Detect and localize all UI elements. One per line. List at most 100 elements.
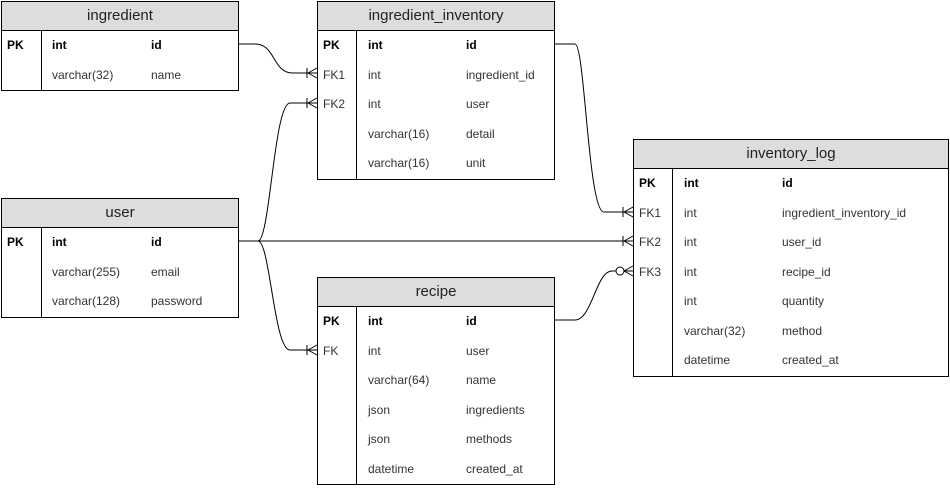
field-type: int [368,97,381,111]
field-type: varchar(16) [368,126,430,141]
field-type: int [684,264,697,279]
field-row[interactable]: int quantity [634,287,948,317]
field-type: int [684,205,697,220]
crowfoot-icon [306,344,318,356]
key-label: PK [7,235,24,249]
field-name: user [466,343,490,358]
key-label: FK [323,343,339,358]
table-title: ingredient_inventory [318,2,554,31]
field-name: quantity [782,294,825,308]
field-row[interactable]: PK int id [2,31,238,61]
link-recipe-to-inventory-log [554,270,616,321]
field-row[interactable]: FK int user [318,337,554,367]
field-type: varchar(64) [368,373,430,387]
key-label: PK [7,38,24,52]
field-row[interactable]: json methods [318,425,554,455]
table-title: ingredient [2,2,238,31]
field-name: recipe_id [782,264,831,279]
field-name: email [151,264,180,279]
link-user-to-recipe [238,240,317,351]
field-name: user_id [782,235,822,249]
field-type: varchar(255) [52,264,121,279]
field-row[interactable]: FK2 int user [318,90,554,120]
link-ingredient-to-inventory [238,43,317,74]
field-row[interactable]: varchar(32) name [2,61,238,91]
field-type: int [368,314,383,328]
field-type: datetime [684,353,731,367]
crowfoot-icon [306,97,318,109]
key-label: FK2 [639,235,662,249]
field-name: id [466,38,477,52]
field-name: detail [466,126,495,141]
field-row[interactable]: FK1 int ingredient_inventory_id [634,199,948,229]
field-row[interactable]: varchar(32) method [634,317,948,347]
table-recipe[interactable]: recipe PK int id FK int user varchar(64)… [317,277,555,485]
field-type: int [368,38,383,52]
column-divider [672,169,673,376]
field-row[interactable]: FK3 int recipe_id [634,258,948,288]
field-type: int [368,343,381,358]
key-label: FK1 [639,205,662,220]
field-name: name [466,373,497,387]
table-title: recipe [318,278,554,307]
field-row[interactable]: json ingredients [318,396,554,426]
field-name: ingredient_inventory_id [782,205,907,220]
field-name: method [782,323,823,338]
column-divider [356,31,357,179]
key-label: FK2 [323,97,346,111]
key-label: PK [323,314,340,328]
key-label: PK [639,176,656,190]
table-ingredient-inventory[interactable]: ingredient_inventory PK int id FK1 int i… [317,1,555,180]
field-row[interactable]: PK int id [2,228,238,258]
table-body: PK int id FK1 int ingredient_id FK2 int … [318,31,554,179]
field-name: id [151,235,162,249]
field-name: ingredient_id [466,67,535,82]
field-row[interactable]: datetime created_at [318,455,554,485]
field-name: user [466,97,490,111]
field-name: password [151,294,203,308]
link-user-to-inventory [238,102,317,242]
key-label: PK [323,38,340,52]
field-name: name [151,67,182,82]
field-row[interactable]: datetime created_at [634,346,948,376]
field-row[interactable]: varchar(128) password [2,287,238,317]
table-inventory-log[interactable]: inventory_log PK int id FK1 int ingredie… [633,139,949,377]
column-divider [41,31,42,90]
field-type: int [684,235,697,249]
field-name: id [151,38,162,52]
crowfoot-marks [306,67,634,356]
field-type: varchar(128) [52,294,121,308]
field-name: created_at [466,461,523,476]
table-title: inventory_log [634,140,948,169]
field-name: created_at [782,353,839,367]
field-row[interactable]: varchar(16) detail [318,120,554,150]
key-label: FK1 [323,67,346,82]
field-row[interactable]: varchar(16) unit [318,149,554,179]
field-row[interactable]: varchar(255) email [2,258,238,288]
field-row[interactable]: PK int id [318,31,554,61]
field-row[interactable]: PK int id [634,169,948,199]
crowfoot-icon [622,235,634,247]
field-row[interactable]: FK2 int user_id [634,228,948,258]
field-name: id [782,176,793,190]
field-type: varchar(32) [684,323,746,338]
field-type: varchar(16) [368,156,430,170]
field-name: ingredients [466,402,525,417]
field-type: int [684,294,697,308]
field-row[interactable]: varchar(64) name [318,366,554,396]
field-name: methods [466,432,513,446]
key-label: FK3 [639,264,662,279]
table-body: PK int id varchar(32) name [2,31,238,90]
field-type: datetime [368,461,415,476]
field-type: json [368,432,391,446]
table-ingredient[interactable]: ingredient PK int id varchar(32) name [1,1,239,91]
link-inventory-to-inventory-log [554,43,633,213]
field-type: int [52,235,67,249]
zero-circle-icon [615,266,625,276]
table-body: PK int id varchar(255) email varchar(128… [2,228,238,317]
field-row[interactable]: FK1 int ingredient_id [318,61,554,91]
crowfoot-icon [622,206,634,218]
field-row[interactable]: PK int id [318,307,554,337]
table-user[interactable]: user PK int id varchar(255) email varcha… [1,198,239,318]
